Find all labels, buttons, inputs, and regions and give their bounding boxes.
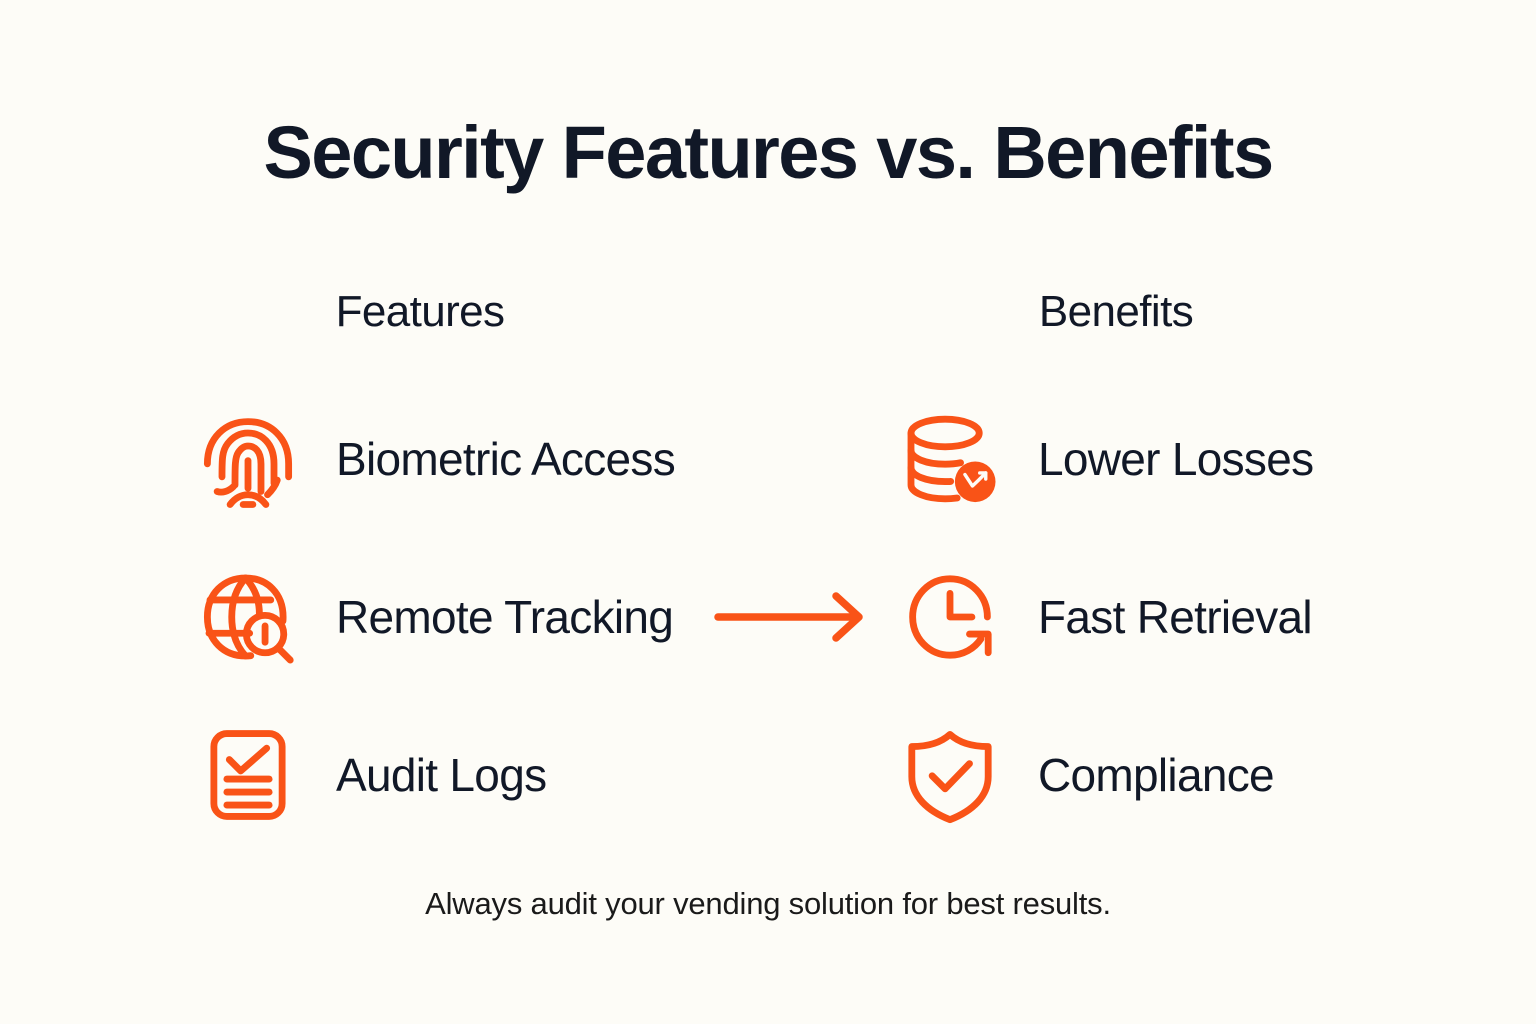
feature-item-biometric-access: Biometric Access <box>196 407 676 511</box>
comparison-row: Audit Logs Compliance <box>0 696 1536 854</box>
column-header-features: Features <box>335 287 505 336</box>
fingerprint-icon <box>196 407 300 511</box>
benefit-item-lower-losses: Lower Losses <box>898 407 1314 511</box>
feature-item-audit-logs: Audit Logs <box>196 723 547 827</box>
benefit-item-compliance: Compliance <box>898 723 1275 827</box>
footnote-text: Always audit your vending solution for b… <box>425 886 1111 921</box>
feature-label: Biometric Access <box>336 432 676 485</box>
shield-check-icon <box>898 723 1002 827</box>
checklist-document-icon <box>196 723 300 827</box>
benefit-label: Fast Retrieval <box>1038 590 1313 643</box>
comparison-rows: Biometric Access <box>0 380 1536 854</box>
comparison-row: Remote Tracking Fast Retrieval <box>0 538 1536 696</box>
benefit-label: Compliance <box>1038 748 1275 801</box>
clock-arrow-icon <box>898 565 1002 669</box>
benefit-item-fast-retrieval: Fast Retrieval <box>898 565 1313 669</box>
column-header-benefits: Benefits <box>1038 287 1194 336</box>
arrow-right-icon <box>712 587 868 647</box>
feature-label: Remote Tracking <box>336 590 674 643</box>
benefit-label: Lower Losses <box>1038 432 1314 485</box>
feature-label: Audit Logs <box>336 748 547 801</box>
feature-item-remote-tracking: Remote Tracking <box>196 565 674 669</box>
database-decline-icon <box>898 407 1002 511</box>
globe-search-icon <box>196 565 300 669</box>
page-title: Security Features vs. Benefits <box>263 111 1275 194</box>
comparison-row: Biometric Access <box>0 380 1536 538</box>
